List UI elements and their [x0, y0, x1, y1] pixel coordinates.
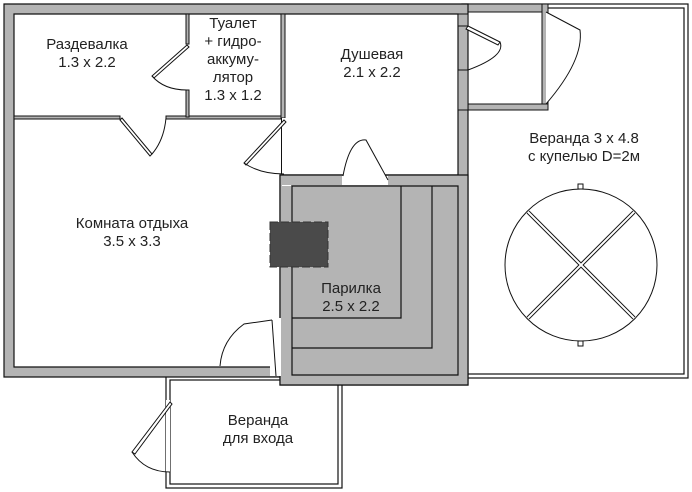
door-veranda-shower[interactable] [465, 25, 502, 71]
door-steam-room[interactable] [342, 139, 389, 181]
room-name: Веранда [227, 412, 289, 429]
wall [457, 13, 469, 27]
room-name: + гидро- [204, 33, 262, 50]
stove [269, 221, 329, 268]
door-toilet[interactable] [151, 44, 190, 91]
partition [280, 13, 286, 119]
room-label-steam-room: Парилка 2.5 x 2.2 [321, 280, 381, 316]
room-size: для входа [222, 430, 294, 447]
room-name: лятор [212, 69, 254, 86]
room-name: Комната отдыха [75, 215, 189, 232]
room-size: 3.5 x 3.3 [103, 233, 161, 250]
veranda-kupel-inner [465, 7, 685, 375]
veranda-entrance-inner [169, 379, 339, 485]
wall [457, 69, 469, 111]
door-veranda-top[interactable] [545, 11, 581, 105]
room-label-changing: Раздевалка 1.3 x 2.2 [46, 36, 127, 72]
door-entrance[interactable] [131, 401, 173, 473]
room-name: Раздевалка [46, 36, 128, 53]
room-label-shower: Душевая 2.1 x 2.2 [341, 46, 404, 82]
room-name: Веранда 3 x 4.8 [529, 130, 639, 147]
room-label-rest-room: Комната отдыха 3.5 x 3.3 [76, 215, 189, 251]
door-changing-room[interactable] [119, 117, 167, 157]
room-size: 1.3 x 2.2 [58, 54, 116, 71]
partition [185, 13, 190, 45]
room-label-toilet: Туалет + гидро- аккуму- лятор 1.3 x 1.2 [204, 15, 262, 105]
door-rest-room-exit[interactable] [219, 319, 277, 377]
partition [185, 89, 190, 118]
steam-room-benches [292, 186, 433, 349]
room-size: 2.5 x 2.2 [322, 298, 380, 315]
room-size: с купелью D=2м [527, 148, 641, 165]
room-label-entrance-veranda: Веранда для входа [223, 412, 293, 448]
room-name: Душевая [340, 46, 404, 63]
room-name: Туалет [209, 15, 257, 32]
room-name: Парилка [321, 280, 381, 297]
partition [165, 115, 283, 120]
kupel-pool [504, 183, 658, 347]
door-shower[interactable] [243, 119, 287, 175]
wall [461, 103, 549, 111]
steam-room-walls [279, 174, 469, 386]
room-name: аккуму- [207, 51, 259, 68]
partition [13, 115, 121, 120]
room-size: 1.3 x 1.2 [204, 87, 262, 104]
room-size: 2.1 x 2.2 [343, 64, 401, 81]
wall [461, 3, 549, 13]
room-label-veranda-kupel: Веранда 3 x 4.8 с купелью D=2м [528, 130, 640, 166]
